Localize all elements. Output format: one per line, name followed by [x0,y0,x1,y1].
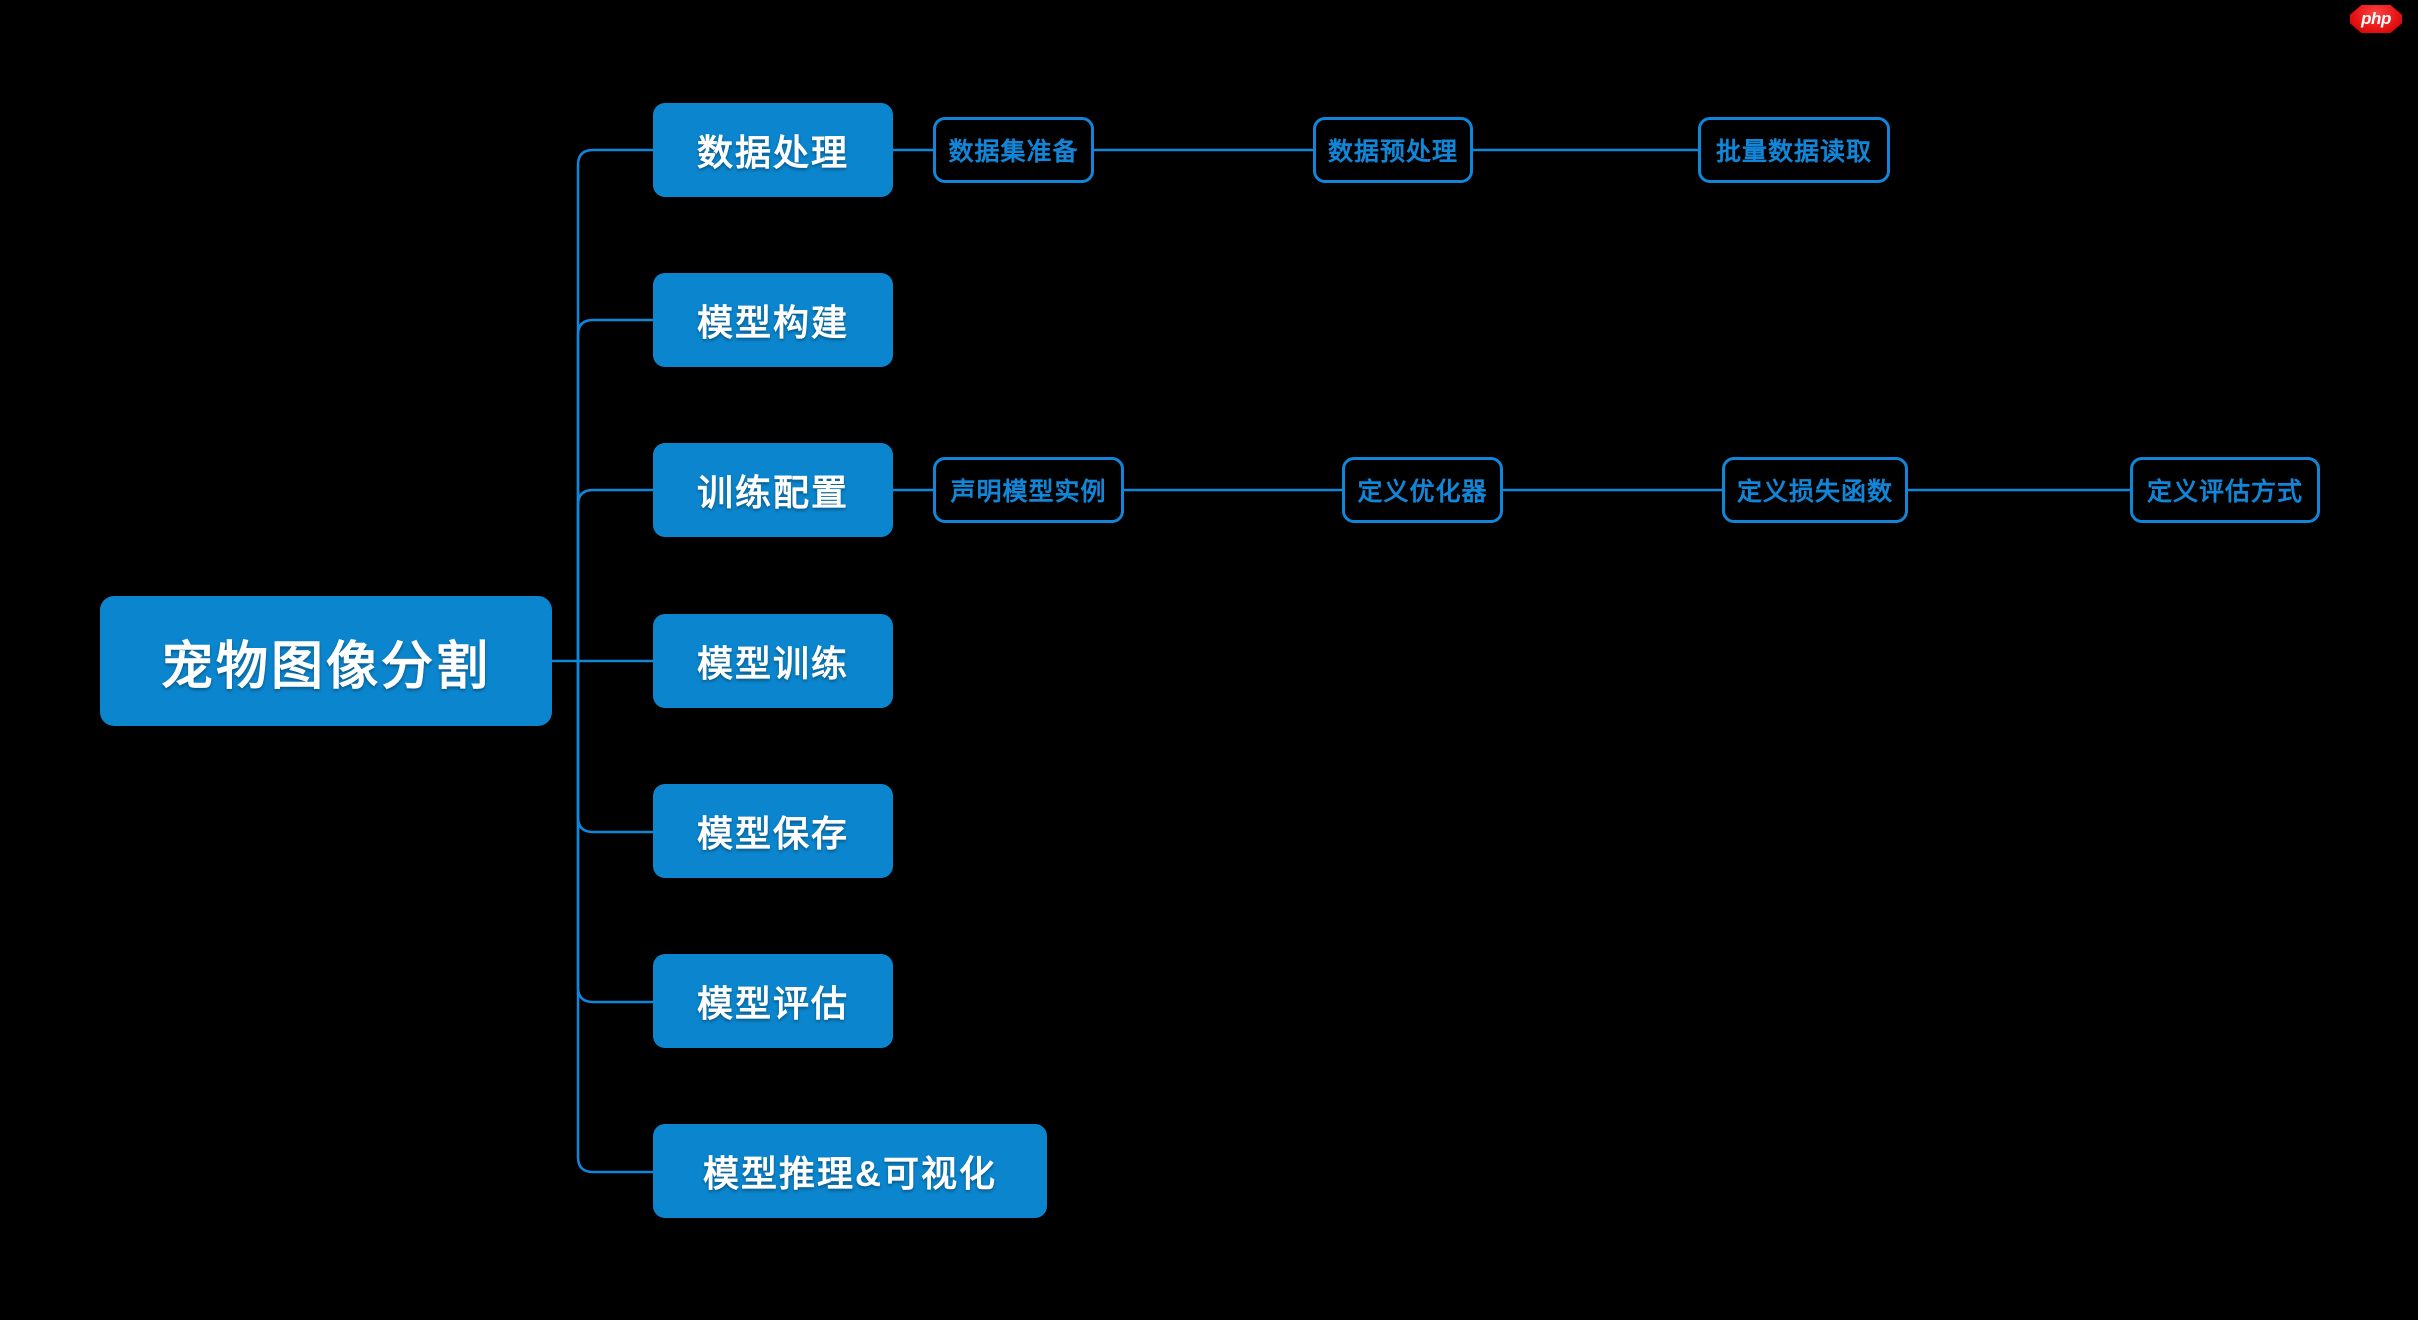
branch-node-data-processing[interactable]: 数据处理 [653,103,893,197]
connector-branch-5 [576,661,653,834]
branch-node-inference-visualization[interactable]: 模型推理&可视化 [653,1124,1047,1218]
leaf-node-batch-data-reading[interactable]: 批量数据读取 [1698,117,1890,183]
branch-node-label: 模型推理&可视化 [703,1153,997,1194]
branch-node-label: 数据处理 [696,132,849,173]
branch-node-training-config[interactable]: 训练配置 [653,443,893,537]
branch-node-model-training[interactable]: 模型训练 [653,614,893,708]
branch-node-model-evaluation[interactable]: 模型评估 [653,954,893,1048]
branch-node-model-building[interactable]: 模型构建 [653,273,893,367]
branch-node-label: 模型保存 [696,813,849,854]
leaf-node-define-loss-function[interactable]: 定义损失函数 [1722,457,1908,523]
branch-node-label: 模型训练 [696,643,849,684]
leaf-node-define-evaluation-method[interactable]: 定义评估方式 [2130,457,2320,523]
leaf-node-label: 数据预处理 [1328,138,1459,166]
root-node[interactable]: 宠物图像分割 [100,596,552,726]
branch-node-model-saving[interactable]: 模型保存 [653,784,893,878]
connector-branch-3 [576,488,653,661]
leaf-node-data-preprocessing[interactable]: 数据预处理 [1313,117,1473,183]
leaf-node-label: 定义损失函数 [1737,478,1894,506]
root-node-label: 宠物图像分割 [160,637,491,696]
leaf-node-dataset-preparation[interactable]: 数据集准备 [933,117,1094,183]
connector-branch-1 [576,148,653,661]
branch-node-label: 模型评估 [696,983,849,1024]
leaf-node-label: 定义优化器 [1357,478,1488,506]
branch-node-label: 训练配置 [696,472,849,513]
leaf-node-declare-model-instance[interactable]: 声明模型实例 [933,457,1124,523]
php-logo-label: php [2350,5,2402,33]
leaf-node-define-optimizer[interactable]: 定义优化器 [1342,457,1503,523]
leaf-node-label: 定义评估方式 [2147,478,2304,506]
connector-branch-2 [576,318,653,661]
leaf-node-label: 声明模型实例 [950,478,1107,506]
branch-node-label: 模型构建 [696,302,849,343]
leaf-node-label: 批量数据读取 [1716,138,1873,166]
leaf-node-label: 数据集准备 [948,138,1079,166]
connector-branch-7 [576,661,653,1174]
connector-branch-6 [576,661,653,1004]
php-logo-icon: php [2348,4,2404,34]
